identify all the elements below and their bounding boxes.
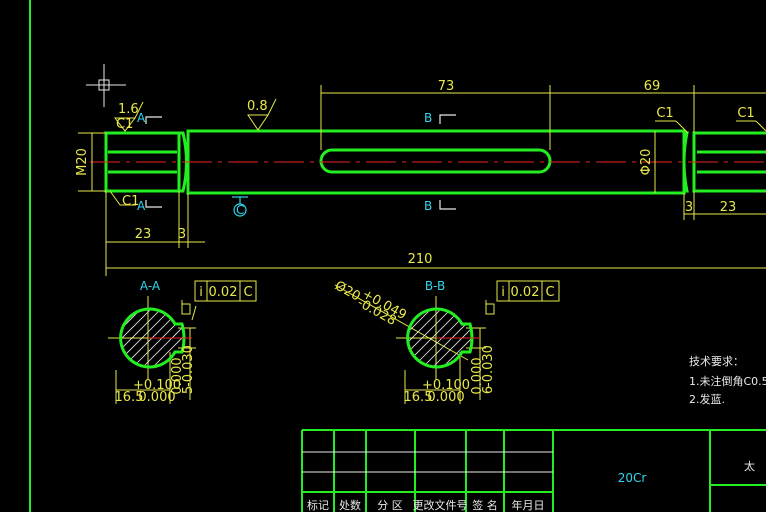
section-marker-a-top: A (137, 111, 146, 125)
section-marker-a-bottom: A (137, 199, 146, 213)
chamfer-c1-right-1: C1 (656, 106, 673, 121)
datum-label: C (236, 203, 244, 217)
header-genggai: 更改文件号 (413, 498, 468, 512)
section-a-depth-upper: 0.000 (170, 357, 185, 394)
title-block-grid (301, 429, 766, 512)
dim-210: 210 (408, 252, 433, 267)
diameter-tolerance: Ø20 +0.049 -0.028 (332, 278, 409, 329)
dimension-lines (78, 85, 766, 276)
tech-req-item-1: 1.未注倒角C0.5 (689, 374, 766, 388)
section-b-width-upper: +0.100 (422, 378, 470, 393)
section-a-width-lower: 0.000 (138, 390, 175, 405)
dim-m20: M20 (75, 148, 90, 176)
tech-req-item-2: 2.发蓝. (689, 392, 725, 406)
section-title-a-a: A-A (140, 279, 161, 293)
roughness-1-6: 1.6 (118, 102, 139, 117)
dim-23-right: 23 (720, 200, 737, 215)
dim-3-left: 3 (178, 227, 186, 242)
chamfer-c1-right-2: C1 (737, 106, 754, 121)
header-nianyueri: 年月日 (512, 498, 545, 512)
material-label: 20Cr (618, 471, 647, 485)
title-block-thin-rows (302, 451, 553, 473)
roughness-0-8: 0.8 (247, 99, 268, 114)
dim-69: 69 (644, 79, 661, 94)
section-a-depth-lower: -0.030 (181, 345, 196, 387)
header-chushu: 处数 (339, 499, 361, 512)
header-fenqu: 分 区 (377, 499, 403, 512)
section-b-depth-lower: -0.030 (481, 345, 496, 387)
dim-phi20: Φ20 (639, 149, 654, 176)
section-title-b-b: B-B (425, 279, 445, 293)
chamfer-c1-left-bottom: C1 (122, 194, 139, 209)
dim-3-right: 3 (685, 200, 693, 215)
section-b-depth-base: 6 (481, 386, 496, 394)
section-a-depth-base: 5 (181, 386, 196, 394)
gtol-b-datum: C (545, 285, 554, 300)
header-qianming: 签 名 (472, 498, 498, 512)
dim-23-left: 23 (135, 227, 152, 242)
chamfer-c1-left-top: C1 (116, 117, 133, 132)
section-marker-b-top: B (424, 111, 432, 125)
section-a-width: 16.5 (115, 390, 144, 405)
section-b-depth-upper: 0.000 (470, 357, 485, 394)
dim-73: 73 (438, 79, 455, 94)
gtol-b-symbol: i (501, 285, 505, 300)
gtol-b-value: 0.02 (511, 285, 540, 300)
section-marker-b-bottom: B (424, 199, 432, 213)
gtol-a-symbol: i (199, 285, 203, 300)
header-biaoji: 标记 (307, 498, 329, 512)
section-a-width-upper: +0.100 (133, 378, 181, 393)
section-b-width-lower: 0.000 (427, 390, 464, 405)
section-b-width: 16.5 (404, 390, 433, 405)
gtol-a-datum: C (243, 285, 252, 300)
crosshair-icon (86, 64, 126, 107)
drawing-title: 太 (744, 460, 755, 473)
gtol-a-value: 0.02 (209, 285, 238, 300)
datum-symbol-icon (232, 196, 248, 217)
tech-req-heading: 技术要求： (689, 355, 744, 368)
section-plane-marks (145, 114, 456, 210)
